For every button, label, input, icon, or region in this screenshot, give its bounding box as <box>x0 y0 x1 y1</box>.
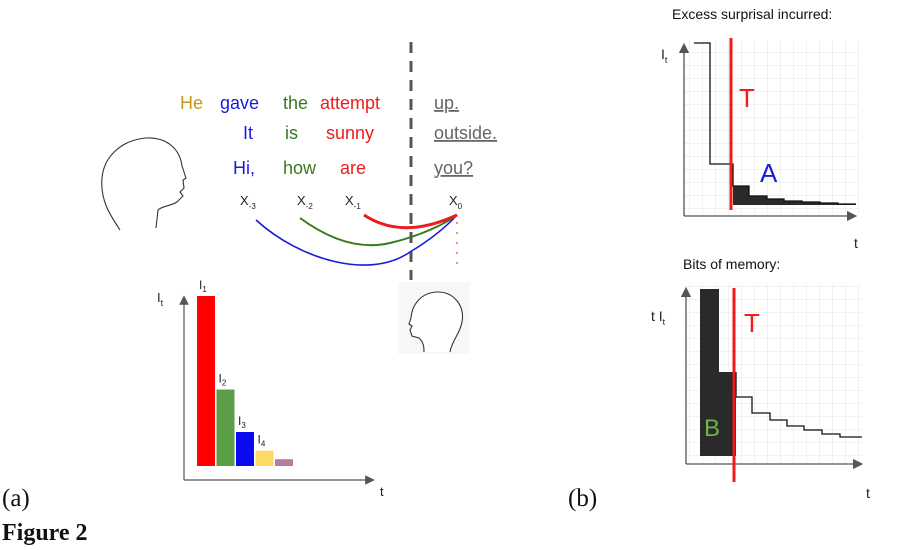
sentence-token: how <box>283 158 317 178</box>
position-label: X-2 <box>297 193 313 211</box>
bar <box>216 389 235 466</box>
area-label-b: B <box>704 415 720 442</box>
bar <box>197 296 215 466</box>
threshold-label-bottom: T <box>744 308 760 338</box>
arc-x-3-to-x0 <box>255 214 458 266</box>
excess-surprisal-grid <box>684 40 859 216</box>
excess-surprisal-title: Excess surprisal incurred: <box>672 6 832 22</box>
panel-b-label: (b) <box>568 485 597 512</box>
speaker-head-icon <box>101 137 187 231</box>
bar-label: I1 <box>199 278 207 294</box>
bar-label: I2 <box>219 372 227 388</box>
bar-label: I3 <box>238 414 246 430</box>
memory-bits-area <box>700 289 736 456</box>
sentence-token: It <box>243 123 253 143</box>
sentence-token: is <box>285 123 298 143</box>
arc-x-2-to-x0 <box>299 214 458 247</box>
bar-chart-x-label: t <box>380 484 384 499</box>
bar <box>236 432 254 466</box>
sentence-token: gave <box>220 93 259 113</box>
sentence-target-word: up. <box>434 93 459 113</box>
bar <box>275 459 293 466</box>
threshold-label-top: T <box>739 83 755 113</box>
position-label: X0 <box>449 193 463 211</box>
position-labels: X-3 X-2 X-1 X0 <box>240 193 463 211</box>
memory-bits-y-label: t It <box>651 308 666 327</box>
position-label: X-3 <box>240 193 256 211</box>
sentence-target-word: you? <box>434 158 473 178</box>
listener-head-icon <box>398 282 470 354</box>
bar-label: I4 <box>258 433 266 449</box>
excess-surprisal-area <box>733 186 856 205</box>
excess-surprisal-chart: Excess surprisal incurred: T A It t <box>661 6 859 251</box>
surprisal-step-curve <box>694 42 856 205</box>
excess-surprisal-x-label: t <box>854 235 858 251</box>
memory-bits-chart: Bits of memory: T B t It t <box>651 256 870 501</box>
figure-caption: Figure 2 <box>2 520 88 546</box>
sentence-target-word: outside. <box>434 123 497 143</box>
bar-chart-y-label: It <box>157 290 164 308</box>
bar <box>255 450 274 466</box>
memory-bits-x-label: t <box>866 485 870 501</box>
excess-surprisal-y-label: It <box>661 46 668 65</box>
arc-x-1-to-x0 <box>363 213 458 230</box>
area-label-a: A <box>760 158 778 188</box>
sentence-token: Hi, <box>233 158 255 178</box>
sentence-token: the <box>283 93 308 113</box>
memory-bits-title: Bits of memory: <box>683 256 780 272</box>
sentence-token: attempt <box>320 93 380 113</box>
sentence-token: are <box>340 158 366 178</box>
position-label: X-1 <box>345 193 361 211</box>
sentence-token: sunny <box>326 123 374 143</box>
panel-b: Excess surprisal incurred: T A It t Bits… <box>568 6 870 512</box>
memory-step-curve <box>735 372 862 438</box>
panel-a-label: (a) <box>2 485 30 512</box>
sentence-token: He <box>180 93 203 113</box>
